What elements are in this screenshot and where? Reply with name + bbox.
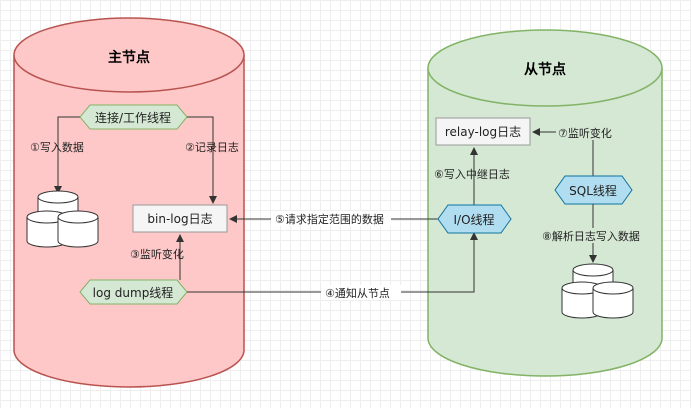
connection-thread[interactable]: 连接/工作线程: [79, 104, 188, 130]
step1-arrow: [54, 116, 80, 194]
step6-label: ⑥写入中继日志: [434, 168, 510, 181]
binlog-box-shape: [132, 204, 228, 233]
step3-label: ③监听变化: [130, 247, 184, 261]
relaylog-label: relay-log日志: [445, 125, 521, 139]
master-title: 主节点: [108, 49, 150, 66]
binlog-box[interactable]: bin-log日志: [132, 204, 228, 233]
step7-label: ⑦监听变化: [558, 126, 612, 140]
relaylog-box[interactable]: relay-log日志: [435, 117, 531, 146]
master-node: 主节点: [13, 17, 245, 388]
master-cylinder-top: [13, 17, 245, 93]
step5-label: ⑤请求指定范围的数据: [275, 212, 384, 226]
io-thread-label: I/O线程: [453, 212, 494, 227]
step1-label: ①写入数据: [30, 140, 84, 154]
io-thread[interactable]: I/O线程: [437, 204, 512, 234]
slave-database-icon: [561, 263, 634, 319]
step8-label-bg: [540, 228, 650, 243]
log-dump-thread-label: log dump线程: [93, 285, 174, 300]
binlog-label: bin-log日志: [147, 212, 212, 226]
step2-arrow: [187, 116, 217, 204]
log-dump-thread-shape: [79, 279, 188, 305]
step4-label-bg: [321, 285, 401, 300]
connection-thread-label: 连接/工作线程: [95, 110, 171, 125]
step8-label: ⑧解析日志写入数据: [542, 229, 640, 243]
slave-node: 从节点: [427, 29, 663, 377]
sql-thread-shape: [554, 175, 633, 205]
step4-label: ④通知从节点: [325, 286, 390, 300]
slave-cylinder-top: [427, 29, 663, 107]
step4-arrow: [187, 232, 478, 293]
step7-label-bg: [556, 125, 622, 140]
log-dump-thread[interactable]: log dump线程: [79, 279, 188, 305]
relaylog-box-shape: [435, 117, 531, 146]
sql-thread[interactable]: SQL线程: [554, 175, 633, 205]
step5-label-bg: [271, 211, 391, 226]
slave-title: 从节点: [524, 61, 566, 78]
master-database-icon: [26, 190, 99, 248]
step2-label: ②记录日志: [185, 141, 239, 154]
io-thread-shape: [437, 204, 512, 234]
sql-thread-label: SQL线程: [569, 183, 617, 198]
master-cylinder-body: [13, 55, 245, 388]
